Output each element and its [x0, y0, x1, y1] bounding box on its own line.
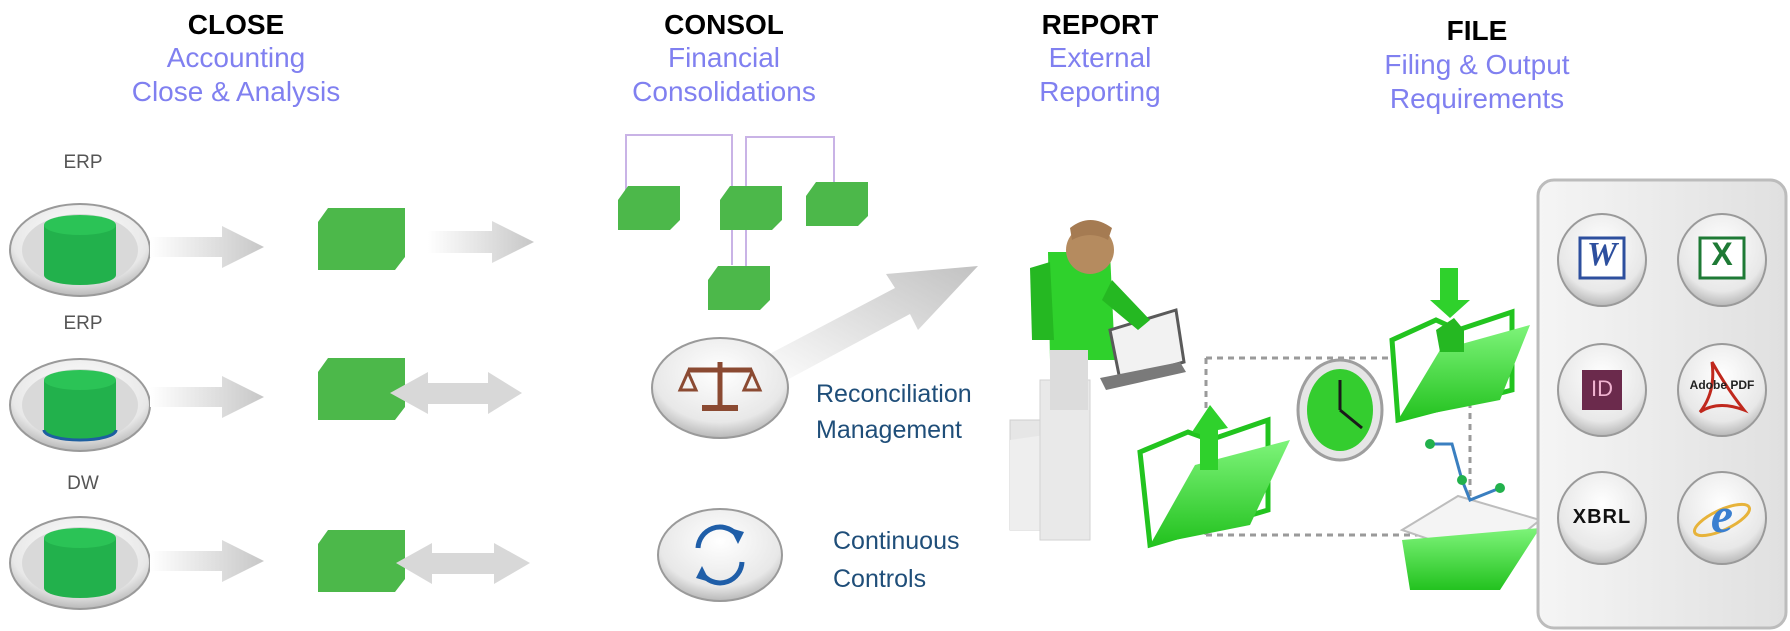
- person-laptop-icon: [1009, 220, 1186, 541]
- tool-label-line: Reconciliation: [816, 380, 972, 408]
- reconciliation-button[interactable]: [651, 337, 789, 439]
- clock-icon: [1296, 358, 1384, 462]
- internet-explorer-button[interactable]: [1677, 471, 1767, 565]
- ledger-block-2: [318, 358, 405, 420]
- continuous-controls-button[interactable]: [657, 508, 783, 602]
- stage-title-file: FILE: [1446, 15, 1508, 46]
- scales-icon: [677, 362, 763, 411]
- consolidation-tree: [618, 134, 868, 310]
- stage-subtitle-line: Close & Analysis: [131, 76, 341, 107]
- tool-label-controls: Continuous Controls: [833, 522, 959, 598]
- double-arrow-3: [396, 543, 530, 584]
- tool-label-reconciliation: Reconciliation Management: [816, 376, 972, 448]
- folder-icon: [1137, 405, 1290, 549]
- database-icon: [42, 370, 118, 442]
- source-erp-2: [9, 358, 151, 452]
- excel-icon-label: X: [1711, 236, 1733, 272]
- stage-subtitle-line: Accounting: [166, 42, 306, 73]
- internet-explorer-icon-label: e: [1710, 487, 1734, 543]
- stage-subtitle-line: External: [1048, 42, 1152, 73]
- xbrl-icon: XBRL: [1572, 506, 1632, 528]
- tool-label-line: Controls: [833, 565, 927, 593]
- stage-subtitle-line: Requirements: [1389, 83, 1565, 114]
- database-icon: [44, 528, 116, 598]
- source-label: ERP: [63, 152, 103, 173]
- double-arrow-2: [390, 372, 522, 414]
- source-label: DW: [67, 473, 99, 494]
- pdf-icon: [1698, 361, 1749, 414]
- refresh-cycle-icon: [695, 524, 745, 586]
- source-dw: [9, 516, 151, 610]
- source-erp-1: [9, 203, 151, 297]
- stage-title-report: REPORT: [1041, 9, 1159, 40]
- stage-subtitle-line: Financial: [667, 42, 781, 73]
- stage-subtitle-line: Reporting: [1039, 76, 1161, 107]
- ledger-block-1: [318, 208, 405, 270]
- arrow-source-2: [150, 376, 264, 418]
- indesign-icon-label: ID: [1591, 376, 1613, 401]
- arrow-to-report: [758, 266, 978, 388]
- stage-subtitle-report: External Reporting: [975, 41, 1225, 109]
- indesign-icon: [1582, 370, 1622, 410]
- stage-subtitle-line: Consolidations: [632, 76, 816, 107]
- arrow-block-1: [428, 221, 534, 263]
- indesign-button[interactable]: [1557, 343, 1647, 437]
- excel-button[interactable]: [1677, 213, 1767, 307]
- stage-subtitle-close: Accounting Close & Analysis: [86, 41, 386, 109]
- pdf-icon-label: Adobe PDF: [1689, 378, 1755, 392]
- xbrl-button[interactable]: [1557, 471, 1647, 565]
- stage-title-close: CLOSE: [187, 9, 285, 40]
- pdf-button[interactable]: [1677, 343, 1767, 437]
- stage-subtitle-file: Filing & Output Requirements: [1327, 48, 1627, 116]
- internet-explorer-icon: [1692, 502, 1752, 538]
- source-label: ERP: [63, 313, 103, 334]
- stage-title-consol: CONSOL: [664, 9, 784, 40]
- tool-label-line: Management: [816, 416, 962, 444]
- stage-subtitle-consol: Financial Consolidations: [574, 41, 874, 109]
- word-button[interactable]: [1557, 213, 1647, 307]
- excel-icon: [1698, 236, 1746, 280]
- word-icon-label: W: [1586, 236, 1618, 273]
- arrow-source-1: [150, 226, 264, 268]
- folder-icon: [1399, 439, 1543, 590]
- database-icon: [44, 215, 116, 285]
- ledger-block-3: [318, 530, 405, 592]
- tool-label-line: Continuous: [833, 527, 960, 555]
- folder-icon: [1389, 268, 1530, 424]
- arrow-source-3: [150, 540, 264, 582]
- stage-subtitle-line: Filing & Output: [1384, 49, 1570, 80]
- word-icon: [1578, 236, 1626, 280]
